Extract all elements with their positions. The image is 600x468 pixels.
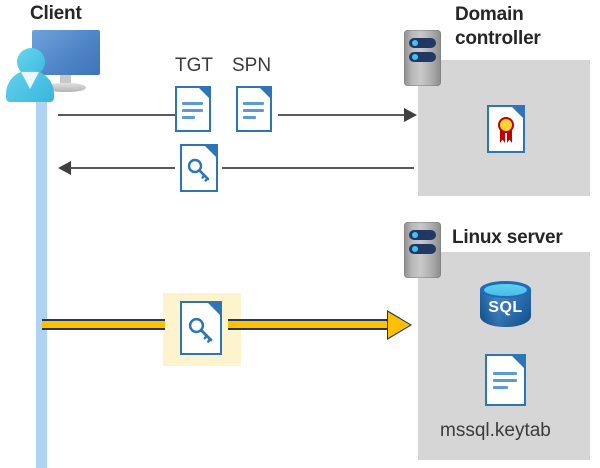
client-lifeline — [36, 92, 47, 468]
server-led-icon — [412, 246, 418, 252]
authenticate-arrow-line-left — [42, 319, 165, 330]
server-led-icon — [412, 40, 418, 46]
spn-label: SPN — [232, 55, 272, 76]
server-led-icon — [412, 232, 418, 238]
seal-ribbon-left-icon — [500, 129, 505, 143]
document-text-line — [243, 102, 264, 105]
sql-database-label: SQL — [488, 299, 523, 316]
sql-database-icon: SQL — [480, 281, 531, 337]
document-text-line — [182, 116, 195, 119]
server-led-icon — [412, 54, 418, 60]
certificate-document-icon — [487, 105, 525, 153]
request-arrow-line-right — [278, 114, 411, 116]
document-text-line — [243, 109, 264, 112]
document-text-line — [493, 386, 508, 389]
keytab-filename-label: mssql.keytab — [440, 420, 551, 441]
domain-controller-title-line2: controller — [455, 28, 541, 49]
authenticate-key-document-icon — [180, 301, 222, 355]
authenticate-arrow-line-right — [228, 319, 394, 330]
key-icon — [187, 158, 210, 182]
authenticate-arrow-head-icon — [388, 312, 410, 338]
sql-cylinder-topface-icon — [484, 284, 527, 296]
document-text-line — [243, 116, 256, 119]
seal-center-icon — [500, 119, 512, 131]
certificate-seal-icon — [496, 117, 516, 143]
linux-server-title: Linux server — [452, 227, 563, 248]
linux-server-server-icon — [404, 222, 441, 278]
response-arrow-head-icon — [58, 161, 71, 175]
server-bay-icon — [409, 38, 436, 48]
seal-ribbon-right-icon — [507, 129, 512, 143]
tgt-document-icon — [175, 86, 211, 132]
document-text-line — [182, 102, 203, 105]
keytab-document-icon — [485, 354, 526, 406]
server-bay-icon — [409, 244, 436, 254]
ticket-key-document-icon — [180, 144, 218, 192]
request-arrow-head-icon — [404, 108, 417, 122]
tgt-label: TGT — [175, 55, 213, 76]
server-bay-icon — [409, 52, 436, 62]
document-text-line — [493, 372, 517, 375]
client-title: Client — [30, 3, 82, 24]
domain-controller-title-line1: Domain — [455, 4, 524, 25]
response-arrow-line-left — [70, 167, 175, 169]
spn-document-icon — [236, 86, 272, 132]
document-text-line — [493, 379, 517, 382]
document-text-line — [182, 109, 203, 112]
client-person-icon — [4, 48, 58, 102]
domain-controller-server-icon — [404, 30, 441, 86]
key-icon — [188, 317, 213, 343]
response-arrow-line-right — [222, 167, 414, 169]
monitor-neck-icon — [60, 75, 71, 85]
server-bay-icon — [409, 230, 436, 240]
person-collar-icon — [21, 72, 39, 89]
monitor-base-icon — [46, 83, 86, 92]
request-arrow-line-left — [58, 114, 175, 116]
